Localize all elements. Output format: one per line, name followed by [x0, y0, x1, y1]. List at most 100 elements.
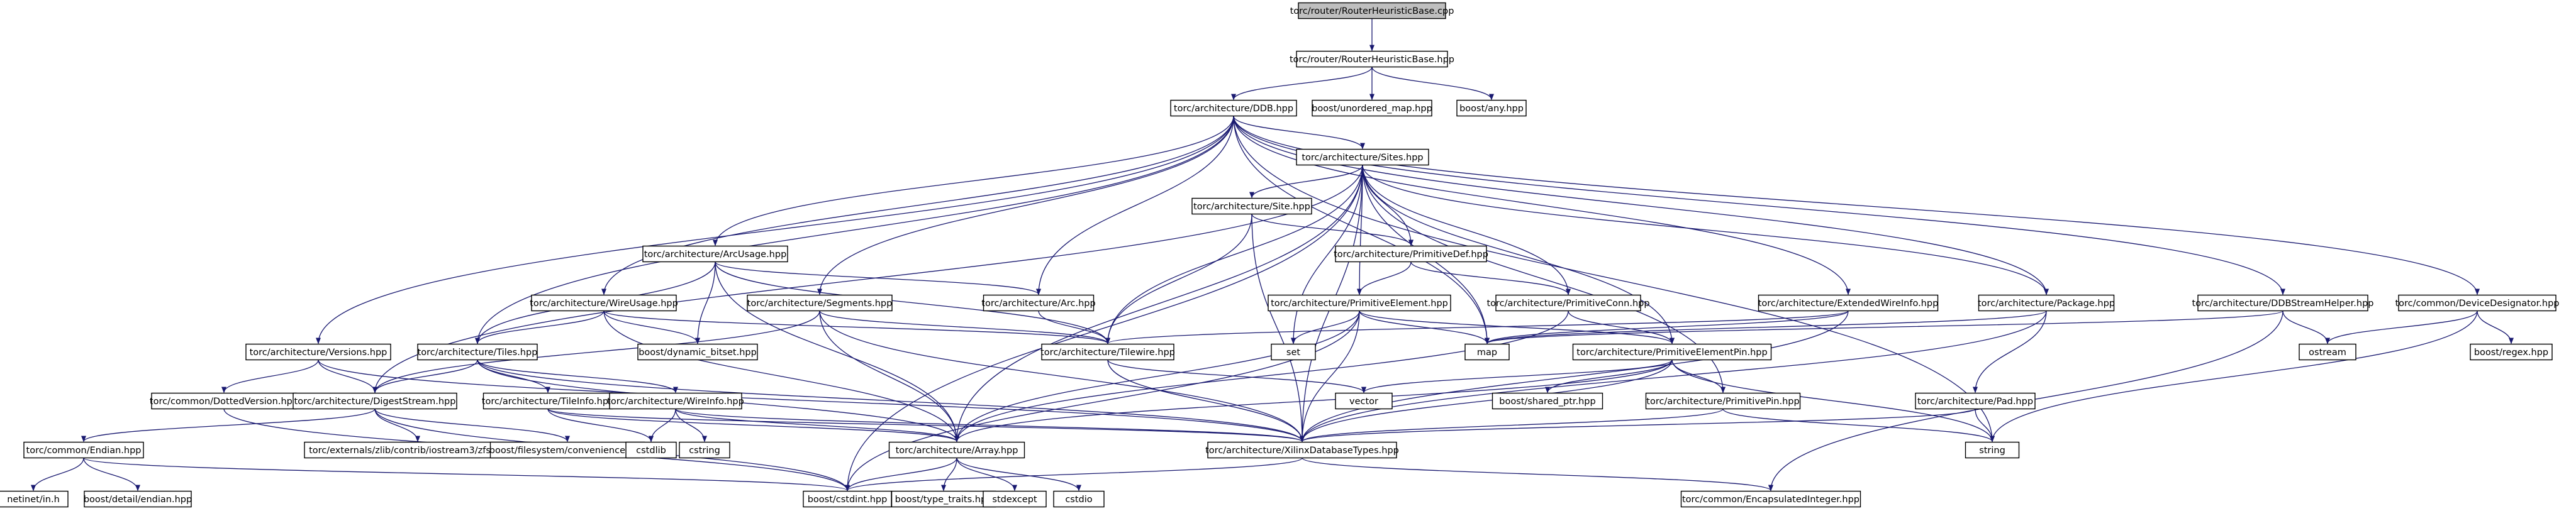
node-primdef[interactable]: torc/architecture/PrimitiveDef.hpp [1334, 245, 1488, 263]
edge-primelem-to-primelempin [1359, 310, 1675, 344]
node-tileinfo[interactable]: torc/architecture/TileInfo.hpp [482, 392, 614, 410]
node-devdes[interactable]: torc/common/DeviceDesignator.hpp [2395, 294, 2560, 312]
edge-sites-to-package [1362, 165, 2049, 295]
edge-primelem-to-array [954, 310, 1360, 442]
edge-ddb-to-sites [1233, 116, 1365, 150]
node-box [1572, 343, 1772, 361]
node-cstdio: cstdio [1053, 490, 1105, 508]
node-set: set [1271, 343, 1316, 361]
node-primelem[interactable]: torc/architecture/PrimitiveElement.hpp [1268, 294, 1451, 312]
node-label: torc/architecture/Site.hpp [1193, 202, 1310, 212]
node-box [245, 343, 391, 361]
node-arcusage[interactable]: torc/architecture/ArcUsage.hpp [642, 245, 788, 263]
edge-ddb-to-map [1233, 116, 1490, 344]
node-primpin[interactable]: torc/architecture/PrimitivePin.hpp [1645, 392, 1801, 410]
node-versions[interactable]: torc/architecture/Versions.hpp [245, 343, 391, 361]
node-box [293, 392, 457, 410]
node-label: torc/router/RouterHeuristicBase.cpp [1290, 6, 1454, 16]
node-map: map [1464, 343, 1510, 361]
node-label: torc/architecture/PrimitiveConn.hpp [1486, 299, 1649, 309]
node-label: torc/router/RouterHeuristicBase.hpp [1290, 55, 1454, 65]
node-dynbitset: boost/dynamic_bitset.hpp [637, 343, 758, 361]
node-label: map [1477, 348, 1497, 358]
node-site[interactable]: torc/architecture/Site.hpp [1191, 197, 1312, 215]
node-label: torc/architecture/Versions.hpp [250, 348, 388, 358]
node-box [1915, 392, 2036, 410]
edge-primelempin-to-string [1671, 360, 1995, 442]
node-dottedver[interactable]: torc/common/DottedVersion.hpp [150, 392, 298, 410]
node-extwire[interactable]: torc/architecture/ExtendedWireInfo.hpp [1758, 294, 1939, 312]
node-box [1335, 245, 1487, 263]
edge-ddb-to-extwire [1233, 116, 1851, 295]
edge-tileinfo-to-xilinx [547, 408, 1305, 442]
node-segments[interactable]: torc/architecture/Segments.hpp [747, 294, 893, 312]
node-arc[interactable]: torc/architecture/Arc.hpp [981, 294, 1096, 312]
node-any: boost/any.hpp [1456, 99, 1527, 117]
node-box [151, 392, 297, 410]
node-box [642, 245, 788, 263]
node-rhb_cpp[interactable]: torc/router/RouterHeuristicBase.cpp [1290, 2, 1454, 19]
edge-arcusage-to-array [715, 261, 959, 442]
edge-extwire-to-map [1485, 310, 1849, 344]
edge-tilewire-to-vector [1107, 360, 1366, 393]
node-ddbstream[interactable]: torc/architecture/DDBStreamHelper.hpp [2192, 294, 2374, 312]
edge-package-to-map [1485, 310, 2047, 344]
edge-primdef-to-primconn [1410, 261, 1571, 295]
node-primconn[interactable]: torc/architecture/PrimitiveConn.hpp [1486, 294, 1650, 312]
edge-sites-to-site [1249, 165, 1363, 199]
node-cstdlib: cstdlib [625, 441, 677, 459]
edge-versions-to-digest [318, 360, 377, 393]
edge-tiles-to-wireinfo [477, 360, 678, 393]
node-box [1191, 197, 1312, 215]
node-box [1464, 343, 1510, 361]
node-box [417, 343, 538, 361]
node-ddb[interactable]: torc/architecture/DDB.hpp [1170, 99, 1297, 117]
node-label: torc/architecture/Sites.hpp [1302, 153, 1423, 163]
node-array[interactable]: torc/architecture/Array.hpp [888, 441, 1025, 459]
node-box [1680, 490, 1861, 508]
edge-sites-to-array [954, 165, 1363, 442]
edge-rhb_hpp-to-any [1371, 67, 1494, 101]
node-box [1335, 392, 1393, 410]
node-sites[interactable]: torc/architecture/Sites.hpp [1296, 148, 1429, 166]
edge-primelem-to-set [1291, 310, 1360, 344]
node-label: torc/architecture/PrimitiveDef.hpp [1334, 250, 1488, 260]
node-label: boost/dynamic_bitset.hpp [638, 348, 757, 358]
edge-xilinx-to-cstdint [845, 457, 1303, 492]
node-tiles[interactable]: torc/architecture/Tiles.hpp [417, 343, 538, 361]
node-string: string [1965, 441, 2020, 459]
edge-primelem-to-cstdint [845, 310, 1360, 492]
edge-primpin-to-string [1722, 408, 1995, 442]
edge-tiles-to-xilinx [477, 360, 1305, 442]
edge-pad-to-xilinx [1300, 408, 1976, 442]
node-digest[interactable]: torc/architecture/DigestStream.hpp [293, 392, 457, 410]
node-rhb_hpp[interactable]: torc/router/RouterHeuristicBase.hpp [1290, 50, 1454, 68]
edge-segments-to-digest [372, 310, 820, 393]
node-fsconv: boost/filesystem/convenience.hpp [489, 441, 645, 459]
node-box [1456, 99, 1527, 117]
node-label: torc/architecture/XilinxDatabaseTypes.hp… [1205, 446, 1399, 456]
node-pad[interactable]: torc/architecture/Pad.hpp [1915, 392, 2036, 410]
node-box [983, 490, 1047, 508]
node-primelempin[interactable]: torc/architecture/PrimitiveElementPin.hp… [1572, 343, 1772, 361]
edge-arc-to-tilewire [1038, 310, 1110, 344]
edge-ddb-to-ddbstream [1233, 116, 2285, 295]
node-stdexcept: stdexcept [983, 490, 1047, 508]
node-encint[interactable]: torc/common/EncapsulatedInteger.hpp [1680, 490, 1861, 508]
node-label: cstring [689, 446, 720, 456]
node-label: torc/architecture/Tilewire.hpp [1040, 348, 1175, 358]
node-box [1268, 294, 1451, 312]
node-box [609, 392, 742, 410]
node-endian[interactable]: torc/common/Endian.hpp [23, 441, 144, 459]
node-package[interactable]: torc/architecture/Package.hpp [1978, 294, 2115, 312]
edge-sites-to-primelempin [1362, 165, 1675, 344]
node-tilewire[interactable]: torc/architecture/Tilewire.hpp [1040, 343, 1175, 361]
node-wireusage[interactable]: torc/architecture/WireUsage.hpp [530, 294, 678, 312]
edge-primelem-to-map [1359, 310, 1490, 344]
edge-ddb-to-versions [316, 116, 1234, 344]
node-xilinx[interactable]: torc/architecture/XilinxDatabaseTypes.hp… [1205, 441, 1399, 459]
node-box [482, 392, 613, 410]
node-wireinfo[interactable]: torc/architecture/WireInfo.hpp [607, 392, 744, 410]
node-label: netinet/in.h [7, 495, 60, 505]
